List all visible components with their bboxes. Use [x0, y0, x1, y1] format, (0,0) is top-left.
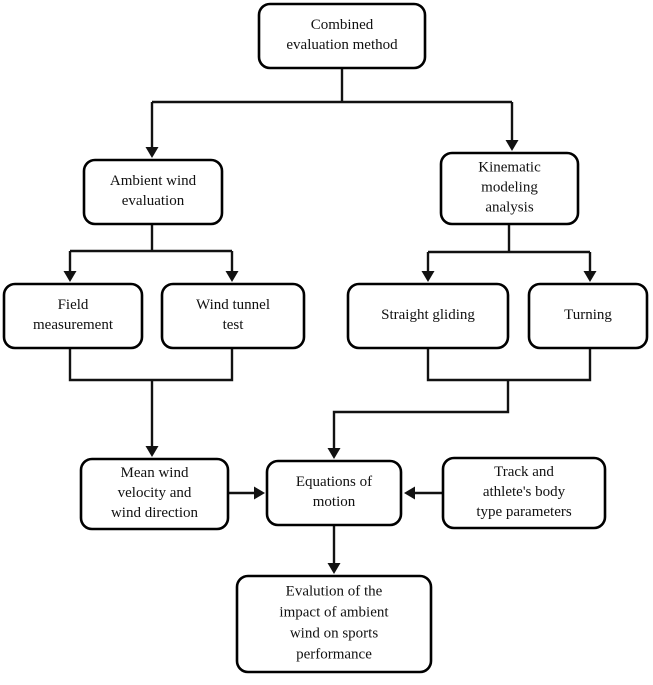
arrowhead-split-left-to-field [63, 271, 77, 282]
arrowhead-track-to-equations [404, 486, 415, 500]
node-box-kinematic [439, 151, 580, 226]
arrowhead-merge-left-to-meanwind [145, 446, 159, 457]
node-box-meanwind [79, 457, 230, 531]
node-box-equations [265, 459, 403, 527]
node-label-straight: Straight gliding [381, 307, 475, 323]
arrowhead-merge-right-to-equations [327, 448, 341, 459]
arrowhead-split-left-to-windtunnel [225, 271, 239, 282]
node-box-windtunnel [160, 282, 306, 350]
node-box-ambient [82, 158, 224, 226]
node-straight[interactable]: Straight gliding [346, 282, 510, 350]
node-turning[interactable]: Turning [527, 282, 649, 350]
arrowhead-split-to-kinematic [505, 140, 519, 151]
arrowhead-meanwind-to-equations [254, 486, 265, 500]
connector-right-merge [426, 348, 592, 382]
node-box-straight [346, 282, 510, 350]
node-box-track [441, 456, 607, 530]
node-box-turning [527, 282, 649, 350]
node-box-field [2, 282, 144, 350]
connector-field-merge [68, 348, 234, 382]
connector-merge-right-to-equations [332, 380, 510, 453]
arrowhead-split-to-ambient [145, 147, 159, 158]
arrowhead-split-right-to-straight [421, 271, 435, 282]
arrowhead-equations-to-evaluation [327, 563, 341, 574]
arrowhead-split-right-to-turning [583, 271, 597, 282]
node-box-combined [257, 2, 427, 70]
connector-layer [63, 68, 597, 574]
node-box-evaluation [235, 574, 433, 674]
node-label-turning: Turning [564, 307, 612, 323]
